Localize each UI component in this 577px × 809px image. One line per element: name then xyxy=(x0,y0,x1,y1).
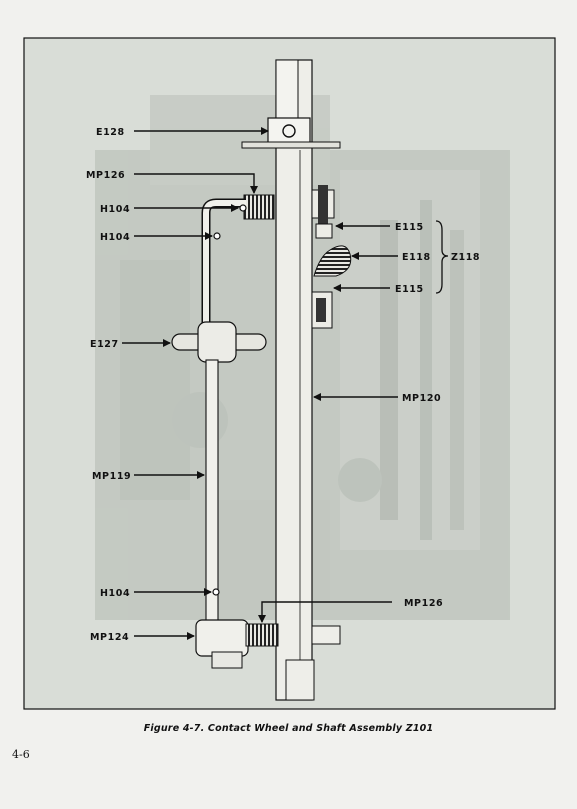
contact-wheel-e127 xyxy=(171,321,267,363)
figure-caption: Figure 4-7. Contact Wheel and Shaft Asse… xyxy=(143,723,434,734)
label-h104-bottom: H104 xyxy=(100,588,130,599)
collar-e128 xyxy=(241,117,341,149)
bottom-right-hub xyxy=(311,625,341,645)
label-e118: E118 xyxy=(402,252,431,263)
contact-group-z118 xyxy=(311,185,352,329)
label-h104-top: H104 xyxy=(100,204,130,215)
page-number: 4-6 xyxy=(12,748,30,761)
hub-mp124 xyxy=(195,619,279,669)
label-mp120: MP120 xyxy=(402,393,441,404)
label-e115-bottom: E115 xyxy=(395,284,424,295)
label-mp124: MP124 xyxy=(90,632,129,643)
z118-brace xyxy=(435,220,449,294)
shaft-mp119 xyxy=(205,359,220,631)
label-mp126-bottom: MP126 xyxy=(404,598,443,609)
label-z118: Z118 xyxy=(451,252,480,263)
label-e127: E127 xyxy=(90,339,119,350)
label-mp126-top: MP126 xyxy=(86,170,125,181)
label-e128: E128 xyxy=(96,127,125,138)
label-e115-top: E115 xyxy=(395,222,424,233)
label-h104-mid: H104 xyxy=(100,232,130,243)
leader-lines xyxy=(122,127,398,640)
label-mp119: MP119 xyxy=(92,471,131,482)
bent-rod xyxy=(201,198,247,330)
main-shaft-mp120 xyxy=(275,59,315,701)
spring-mp126-top xyxy=(243,194,275,220)
